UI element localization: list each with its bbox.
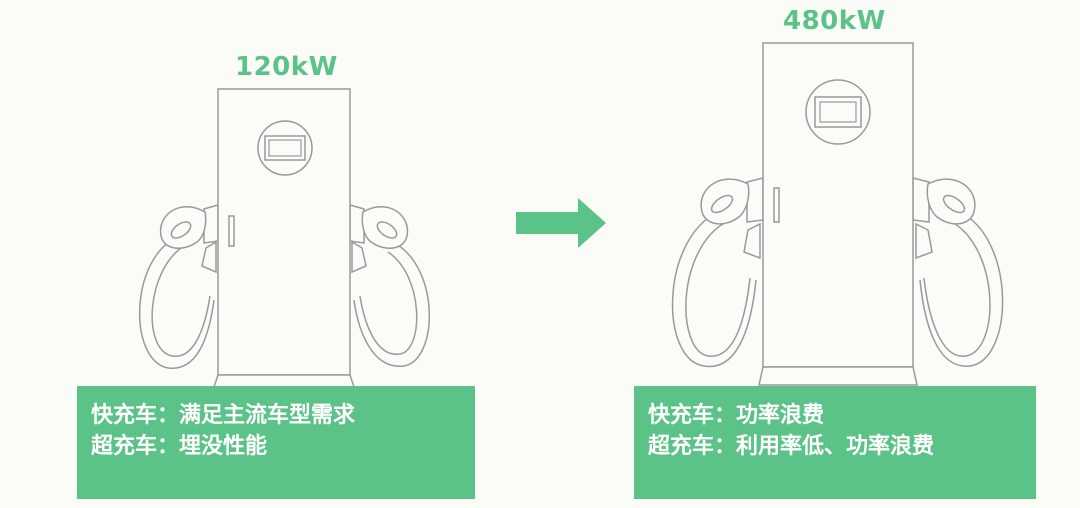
left-charger-icon: [139, 88, 430, 388]
left-info-row-fast: 快充车：满足主流车型需求: [91, 400, 475, 431]
right-info-row-super: 超充车：利用率低、功率浪费: [648, 431, 1036, 462]
right-info-row-fast: 快充车：功率浪费: [648, 400, 1036, 431]
row-text: 满足主流车型需求: [179, 403, 356, 428]
row-separator: ：: [157, 434, 180, 459]
left-power-label: 120kW: [235, 52, 338, 82]
row-separator: ：: [714, 403, 737, 428]
row-label: 超充车: [91, 434, 158, 459]
row-label: 快充车: [648, 403, 715, 428]
row-label: 超充车: [648, 434, 715, 459]
row-text: 埋没性能: [179, 434, 268, 459]
row-text: 功率浪费: [736, 403, 825, 428]
row-text: 利用率低、功率浪费: [736, 434, 935, 459]
left-info-row-super: 超充车：埋没性能: [91, 431, 475, 462]
right-arrow-icon: [516, 198, 606, 248]
right-power-label: 480kW: [783, 6, 886, 36]
right-info-box: 快充车：功率浪费 超充车：利用率低、功率浪费: [634, 386, 1036, 499]
row-label: 快充车: [91, 403, 158, 428]
row-separator: ：: [714, 434, 737, 459]
left-info-box: 快充车：满足主流车型需求 超充车：埋没性能: [77, 386, 475, 499]
row-separator: ：: [157, 403, 180, 428]
right-charger-icon: [671, 42, 1004, 386]
